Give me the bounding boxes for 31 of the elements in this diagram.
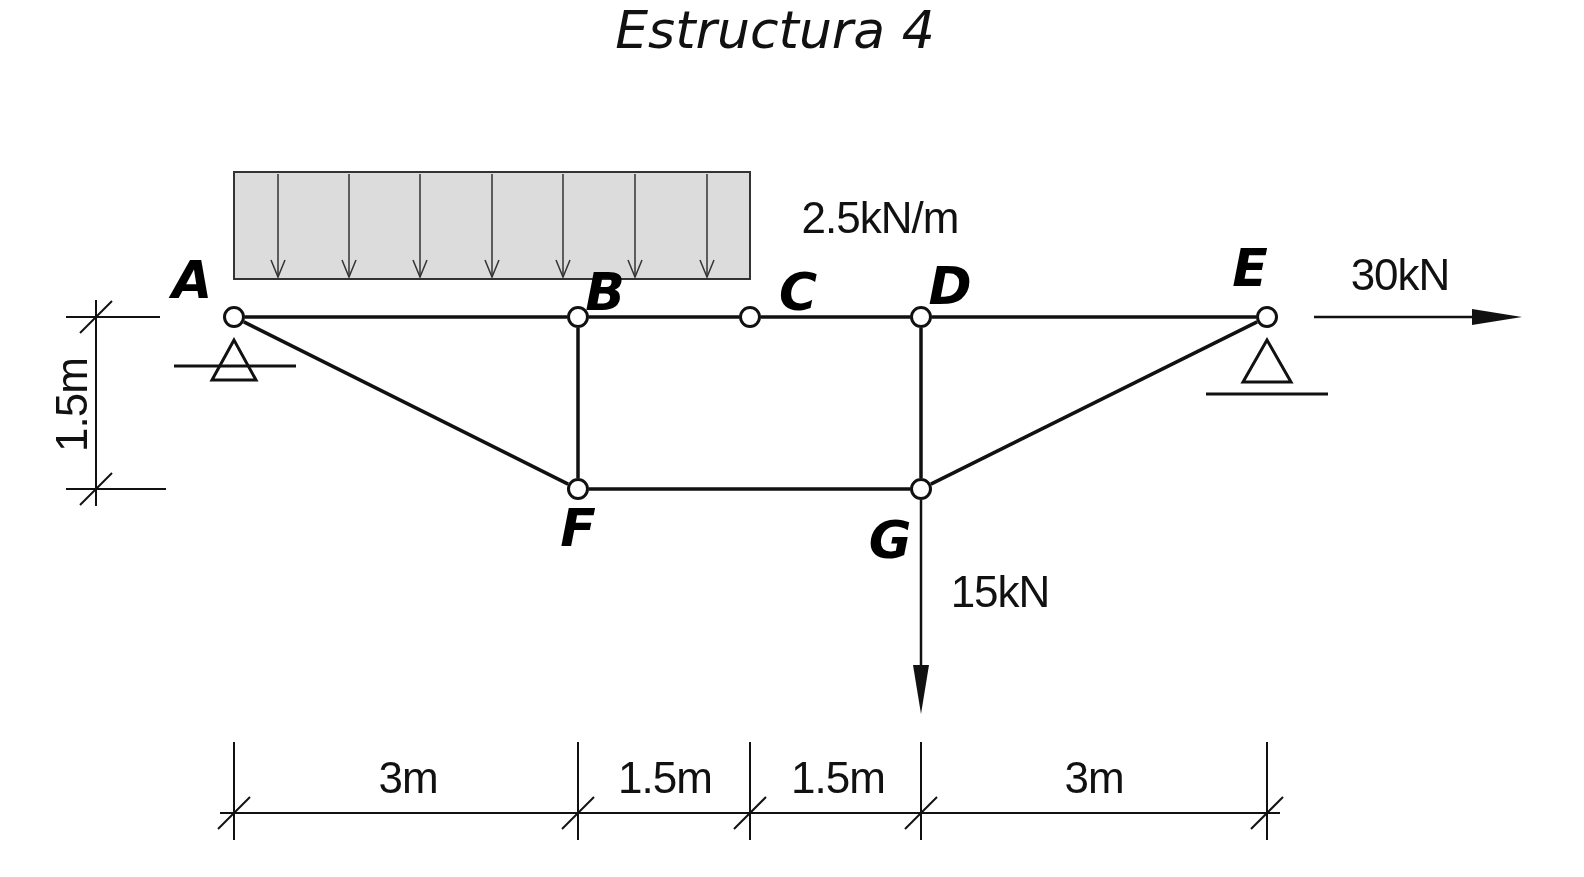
truss-member [245,315,567,319]
joint-label: E [1232,242,1268,294]
hinge-joint [739,306,761,328]
load-label: 2.5kN/m [801,196,959,240]
truss-member [589,487,910,491]
dimension-label: 1.5m [50,358,94,452]
dimension-label: 3m [1064,756,1124,800]
hinge-joint [910,306,932,328]
hinge-joint [223,306,245,328]
hinge-joint [1256,306,1278,328]
dimension-label: 1.5m [618,756,712,800]
hinge-joint [567,478,589,500]
load-label: 15kN [950,570,1050,614]
dimension-label: 1.5m [791,756,885,800]
joint-label: G [868,514,912,566]
load-label: 30kN [1350,253,1450,297]
truss-member [243,320,569,486]
truss-member [932,315,1256,319]
joint-label: C [778,266,818,318]
title: Estructura 4 [614,0,936,60]
joint-label: A [171,254,213,306]
truss-member [761,315,910,319]
hinge-joint [910,478,932,500]
truss-member [589,315,739,319]
joint-label: F [560,502,596,554]
truss-member [576,328,580,478]
joint-label: D [928,260,972,312]
truss-member [919,328,923,478]
joint-label: B [585,266,625,318]
truss-member [930,320,1258,486]
dimension-label: 3m [378,756,438,800]
